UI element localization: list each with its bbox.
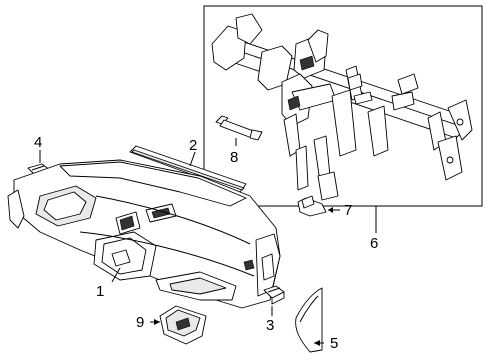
- callout-5: 5: [330, 335, 338, 352]
- airbag-module-part-9: [159, 305, 207, 345]
- arrow-5: [314, 340, 320, 346]
- leader-1: [111, 267, 121, 283]
- callout-2: 2: [189, 137, 197, 154]
- callout-3: 3: [266, 317, 274, 334]
- arrow-9: [154, 319, 160, 325]
- callout-7: 7: [344, 202, 352, 219]
- callout-1: 1: [96, 283, 104, 300]
- end-cover-part-5: [295, 287, 323, 353]
- strip-part-8: [215, 115, 263, 141]
- inset-box: [203, 5, 483, 207]
- callout-6: 6: [370, 235, 378, 252]
- instrument-panel-part-1: [7, 159, 281, 309]
- vent-cap-part-3: [263, 285, 285, 305]
- callout-9: 9: [136, 314, 144, 331]
- callout-4: 4: [34, 134, 42, 151]
- bracket-part-7: [297, 195, 327, 217]
- leader-2: [189, 151, 196, 167]
- callout-8: 8: [230, 149, 238, 166]
- cross-car-beam: [211, 13, 473, 201]
- arrow-7: [328, 207, 333, 213]
